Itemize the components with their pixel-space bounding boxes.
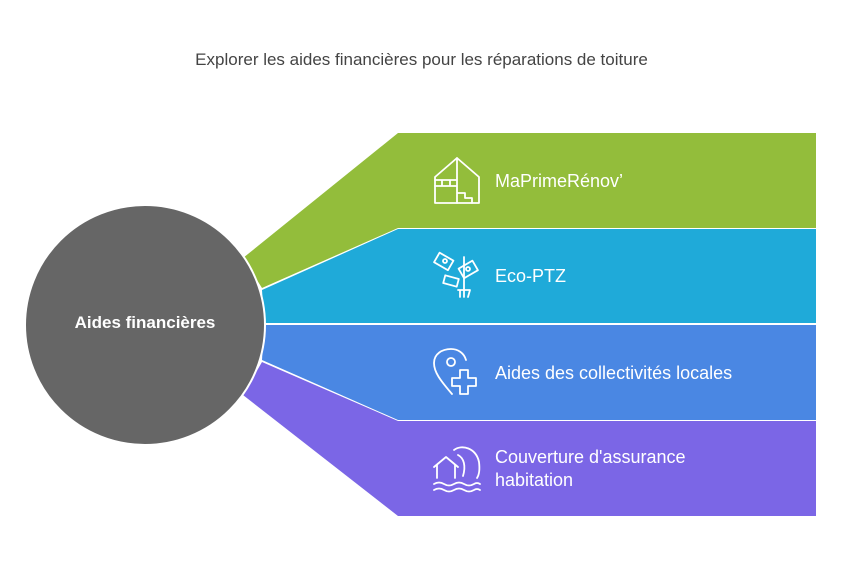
label-maprimerenov: MaPrimeRénov’ [495, 171, 624, 191]
label-assurance: Couverture d'assurance habitation [495, 447, 686, 490]
house-wave-icon [433, 446, 481, 493]
band-collectivites [262, 325, 816, 420]
label-eco-ptz: Eco-PTZ [495, 266, 567, 286]
location-plus-icon [433, 348, 477, 395]
label-collectivites: Aides des collectivités locales [495, 363, 733, 383]
diagram-title: Explorer les aides financières pour les … [195, 50, 648, 69]
band-maprimerenov [243, 133, 816, 288]
center-label: Aides financières [74, 313, 216, 332]
house-renovation-icon [434, 157, 480, 204]
band-eco-ptz [262, 229, 816, 323]
center-circle [24, 204, 266, 446]
money-plant-icon [433, 251, 479, 298]
band-assurance [243, 362, 816, 516]
